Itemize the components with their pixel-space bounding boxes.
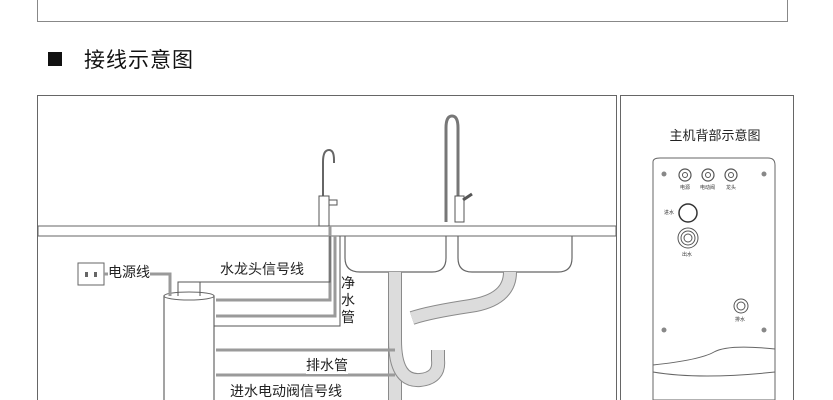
power-cord-label: 电源线: [108, 265, 150, 281]
rear-view-frame: [620, 95, 794, 400]
filter-cartridge-icon: [163, 291, 215, 400]
rear-outlet-label: 出水: [682, 252, 693, 258]
rear-drain-port: [733, 298, 749, 314]
countertop: [37, 225, 617, 237]
rear-port-label-power: 电源: [680, 185, 691, 191]
inlet-valve-signal-line-label: 进水电动阀信号线: [230, 384, 342, 400]
rear-port-label-faucet: 龙头: [726, 185, 737, 191]
purified-water-pipe-label: 净水管: [341, 276, 355, 326]
top-panel-frame: [37, 0, 788, 22]
rear-inlet-port: [678, 203, 698, 223]
wiring-lines-outline: [177, 236, 341, 327]
power-socket-icon: [77, 262, 105, 286]
section-title: 接线示意图: [84, 48, 194, 72]
faucet-icon: [318, 148, 338, 227]
rear-outlet-port: [677, 227, 699, 249]
square-bullet-icon: [48, 52, 62, 66]
rear-panel-title: 主机背部示意图: [669, 129, 761, 144]
rear-port-group: [678, 168, 738, 182]
rear-panel-body: [652, 157, 776, 400]
installation-frame: [37, 95, 617, 400]
sink-basin-left: [344, 236, 447, 273]
section-heading: 接线示意图: [48, 44, 194, 74]
sink-basin-right: [457, 236, 573, 273]
rear-port-label-valve: 电动阀: [700, 185, 716, 191]
drain-pipe: [388, 271, 517, 400]
rear-drain-label: 排水: [735, 317, 746, 323]
kitchen-faucet-icon: [444, 114, 473, 223]
drain-pipe-label: 排水管: [306, 358, 348, 374]
rear-inlet-label: 进水: [664, 210, 675, 216]
faucet-signal-line-label: 水龙头信号线: [220, 262, 304, 278]
